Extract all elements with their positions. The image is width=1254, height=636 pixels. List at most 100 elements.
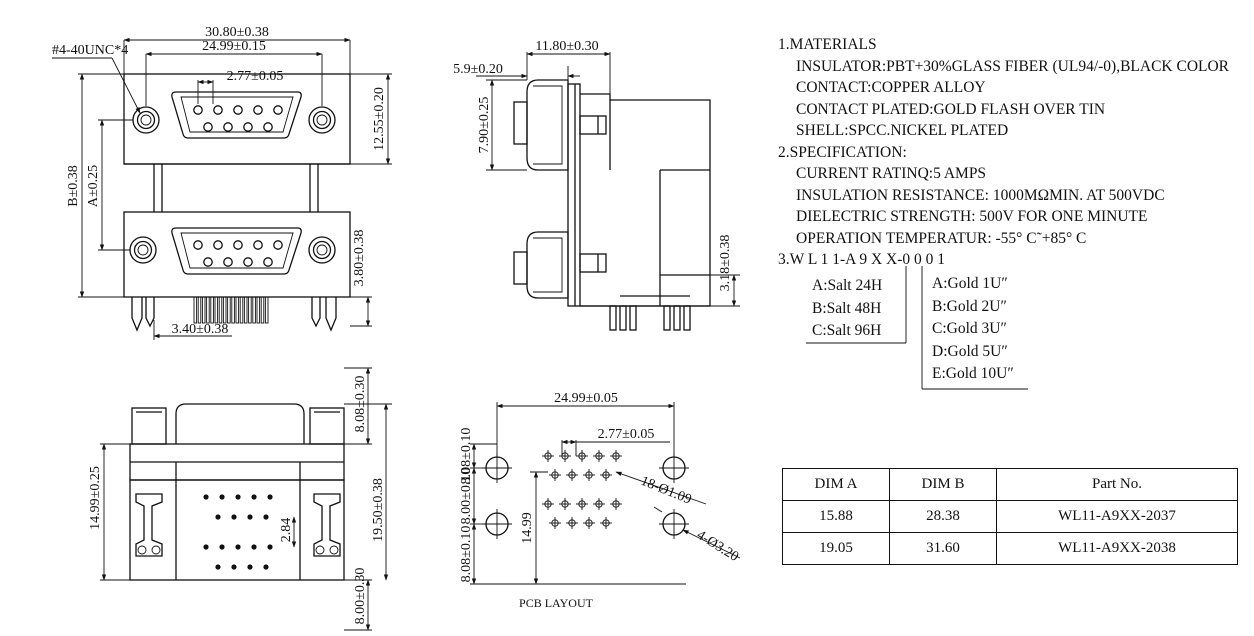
- dim-pcb-upper: 8.08±0.10: [459, 428, 474, 485]
- dim-b: B±0.38: [66, 165, 81, 207]
- bottom-pin: [215, 564, 221, 570]
- pcb-leg: [201, 296, 206, 324]
- pcb-leg: [243, 296, 248, 324]
- table-header: DIM A: [782, 468, 890, 501]
- dim-side-upper-offset: 7.90±0.25: [477, 97, 492, 154]
- bottom-pin: [247, 564, 253, 570]
- contact-pin: [203, 257, 213, 267]
- contact-pin: [203, 122, 213, 132]
- pcb-leg: [197, 296, 202, 324]
- table-cell: WL11-A9XX-2038: [996, 532, 1238, 565]
- thread-callout: #4-40UNC*4: [52, 43, 128, 58]
- gold-option: E:Gold 10U″: [932, 365, 1014, 382]
- pcb-leg: [235, 296, 240, 324]
- screw-top-left: [132, 106, 160, 134]
- spec-dielectric-strength: DIELECTRIC STRENGTH: 500V FOR ONE MINUTE: [796, 208, 1148, 225]
- part-number-table: DIM A DIM B Part No. 15.88 28.38 WL11-A9…: [782, 468, 1238, 565]
- screw-bottom-right: [308, 236, 336, 264]
- contact-pin: [233, 240, 243, 250]
- dim-side-leg: 3.18±0.38: [718, 235, 733, 292]
- dim-pcb-middle: 8.00±0.10: [459, 468, 474, 525]
- dim-pcb-height: 14.99: [520, 512, 535, 544]
- pcb-leg: [260, 296, 265, 324]
- gold-option: C:Gold 3U″: [932, 320, 1007, 337]
- dim-side-flange: 5.9±0.20: [453, 62, 503, 77]
- table-cell: 19.05: [782, 532, 890, 565]
- table-cell: 28.38: [889, 500, 997, 533]
- front-view: #4-40UNC*4 30.80±0.38 24.99±0.15 2.77±0.…: [52, 25, 392, 340]
- pcb-leg: [210, 296, 214, 324]
- screw-bottom-left: [129, 236, 157, 264]
- pcb-leg: [239, 296, 244, 324]
- pcb-layout: 24.99±0.05 2.77±0.05 8.08±0.10 8.00±0.10…: [459, 391, 741, 610]
- spec-insulation-resistance: INSULATION RESISTANCE: 1000MΩMIN. AT 500…: [796, 186, 1165, 204]
- dim-pcb-pitch: 2.77±0.05: [598, 427, 655, 442]
- table-header-row: DIM A DIM B Part No.: [782, 468, 1238, 501]
- gold-options: A:Gold 1U″ B:Gold 2U″ C:Gold 3U″ D:Gold …: [932, 273, 1014, 386]
- front-leg-group: [193, 296, 269, 324]
- bottom-pin: [251, 544, 257, 550]
- bottom-pin: [219, 494, 225, 500]
- contact-pin: [213, 105, 223, 115]
- bottom-pin: [219, 544, 225, 550]
- bottom-pin: [267, 494, 273, 500]
- bottom-pin: [215, 514, 221, 520]
- part-code-brackets: [806, 266, 1028, 390]
- dim-pcb-lower: 8.08±0.10: [459, 526, 474, 583]
- dim-pcb-pin-holes: 18-Ø1.09: [639, 474, 694, 508]
- pcb-leg: [231, 296, 235, 324]
- bottom-pin: [263, 514, 269, 520]
- bottom-pin: [203, 544, 209, 550]
- pcb-leg: [227, 296, 231, 324]
- dim-bottom-lower: 8.00±0.30: [353, 568, 368, 625]
- contact-pin: [273, 240, 283, 250]
- bottom-pin-group: [203, 494, 273, 570]
- bottom-pin: [251, 494, 257, 500]
- side-view: 11.80±0.30 5.9±0.20 7.90±0.25 3.18±0.38: [453, 39, 740, 331]
- spec-current-rating: CURRENT RATINQ:5 AMPS: [796, 165, 987, 182]
- bottom-pin: [267, 544, 273, 550]
- dim-shell-width: 24.99±0.15: [202, 39, 266, 54]
- contact-pin: [253, 105, 263, 115]
- salt-option: B:Salt 48H: [812, 299, 882, 317]
- bottom-pin: [247, 514, 253, 520]
- dim-side-depth: 11.80±0.30: [535, 39, 598, 54]
- spec-operation-temperature: OPERATION TEMPERATUR: -55° C˜+85° C: [796, 229, 1087, 247]
- contact-pin: [233, 105, 243, 115]
- pcb-leg: [252, 296, 256, 324]
- specification-heading: 2.SPECIFICATION:: [778, 143, 907, 161]
- salt-option: C:Salt 96H: [812, 322, 882, 339]
- specifications: 1.MATERIALS INSULATOR:PBT+30%GLASS FIBER…: [778, 34, 1248, 271]
- part-code: 3.W L 1 1-A 9 X X-0 0 0 1: [778, 251, 946, 268]
- pcb-leg: [222, 296, 227, 324]
- table-header: DIM B: [889, 468, 997, 501]
- bottom-pin: [263, 564, 269, 570]
- pcb-leg: [193, 296, 198, 324]
- contact-pin: [263, 257, 273, 267]
- bottom-pin: [231, 514, 237, 520]
- dim-bottom-top: 8.08±0.30: [353, 376, 368, 433]
- bottom-pin: [235, 544, 241, 550]
- contact-pin: [273, 105, 283, 115]
- spec-shell: SHELL:SPCC.NICKEL PLATED: [796, 122, 1009, 139]
- gold-option: B:Gold 2U″: [932, 297, 1007, 315]
- contact-pin: [213, 240, 223, 250]
- salt-options: A:Salt 24H B:Salt 48H C:Salt 96H: [812, 275, 882, 343]
- contact-pin: [243, 122, 253, 132]
- bottom-pin: [203, 494, 209, 500]
- dim-bottom-total: 19.50±0.38: [371, 478, 386, 542]
- dim-overall-width: 30.80±0.38: [205, 25, 269, 40]
- spec-contact: CONTACT:COPPER ALLOY: [796, 79, 986, 96]
- pcb-layout-caption: PCB LAYOUT: [519, 596, 594, 610]
- pcb-leg: [264, 296, 269, 324]
- pcb-leg: [218, 296, 223, 324]
- front-pin-group: [193, 105, 283, 267]
- bottom-pin: [235, 494, 241, 500]
- table-cell: 31.60: [889, 532, 997, 565]
- dim-pcb-mount-holes: 4-Ø3.20: [694, 528, 741, 565]
- spec-insulator: INSULATOR:PBT+30%GLASS FIBER (UL94/-0),B…: [796, 57, 1230, 75]
- materials-heading: 1.MATERIALS: [778, 36, 877, 53]
- contact-pin: [243, 257, 253, 267]
- contact-pin: [223, 257, 233, 267]
- table-row: 15.88 28.38 WL11-A9XX-2037: [782, 500, 1238, 533]
